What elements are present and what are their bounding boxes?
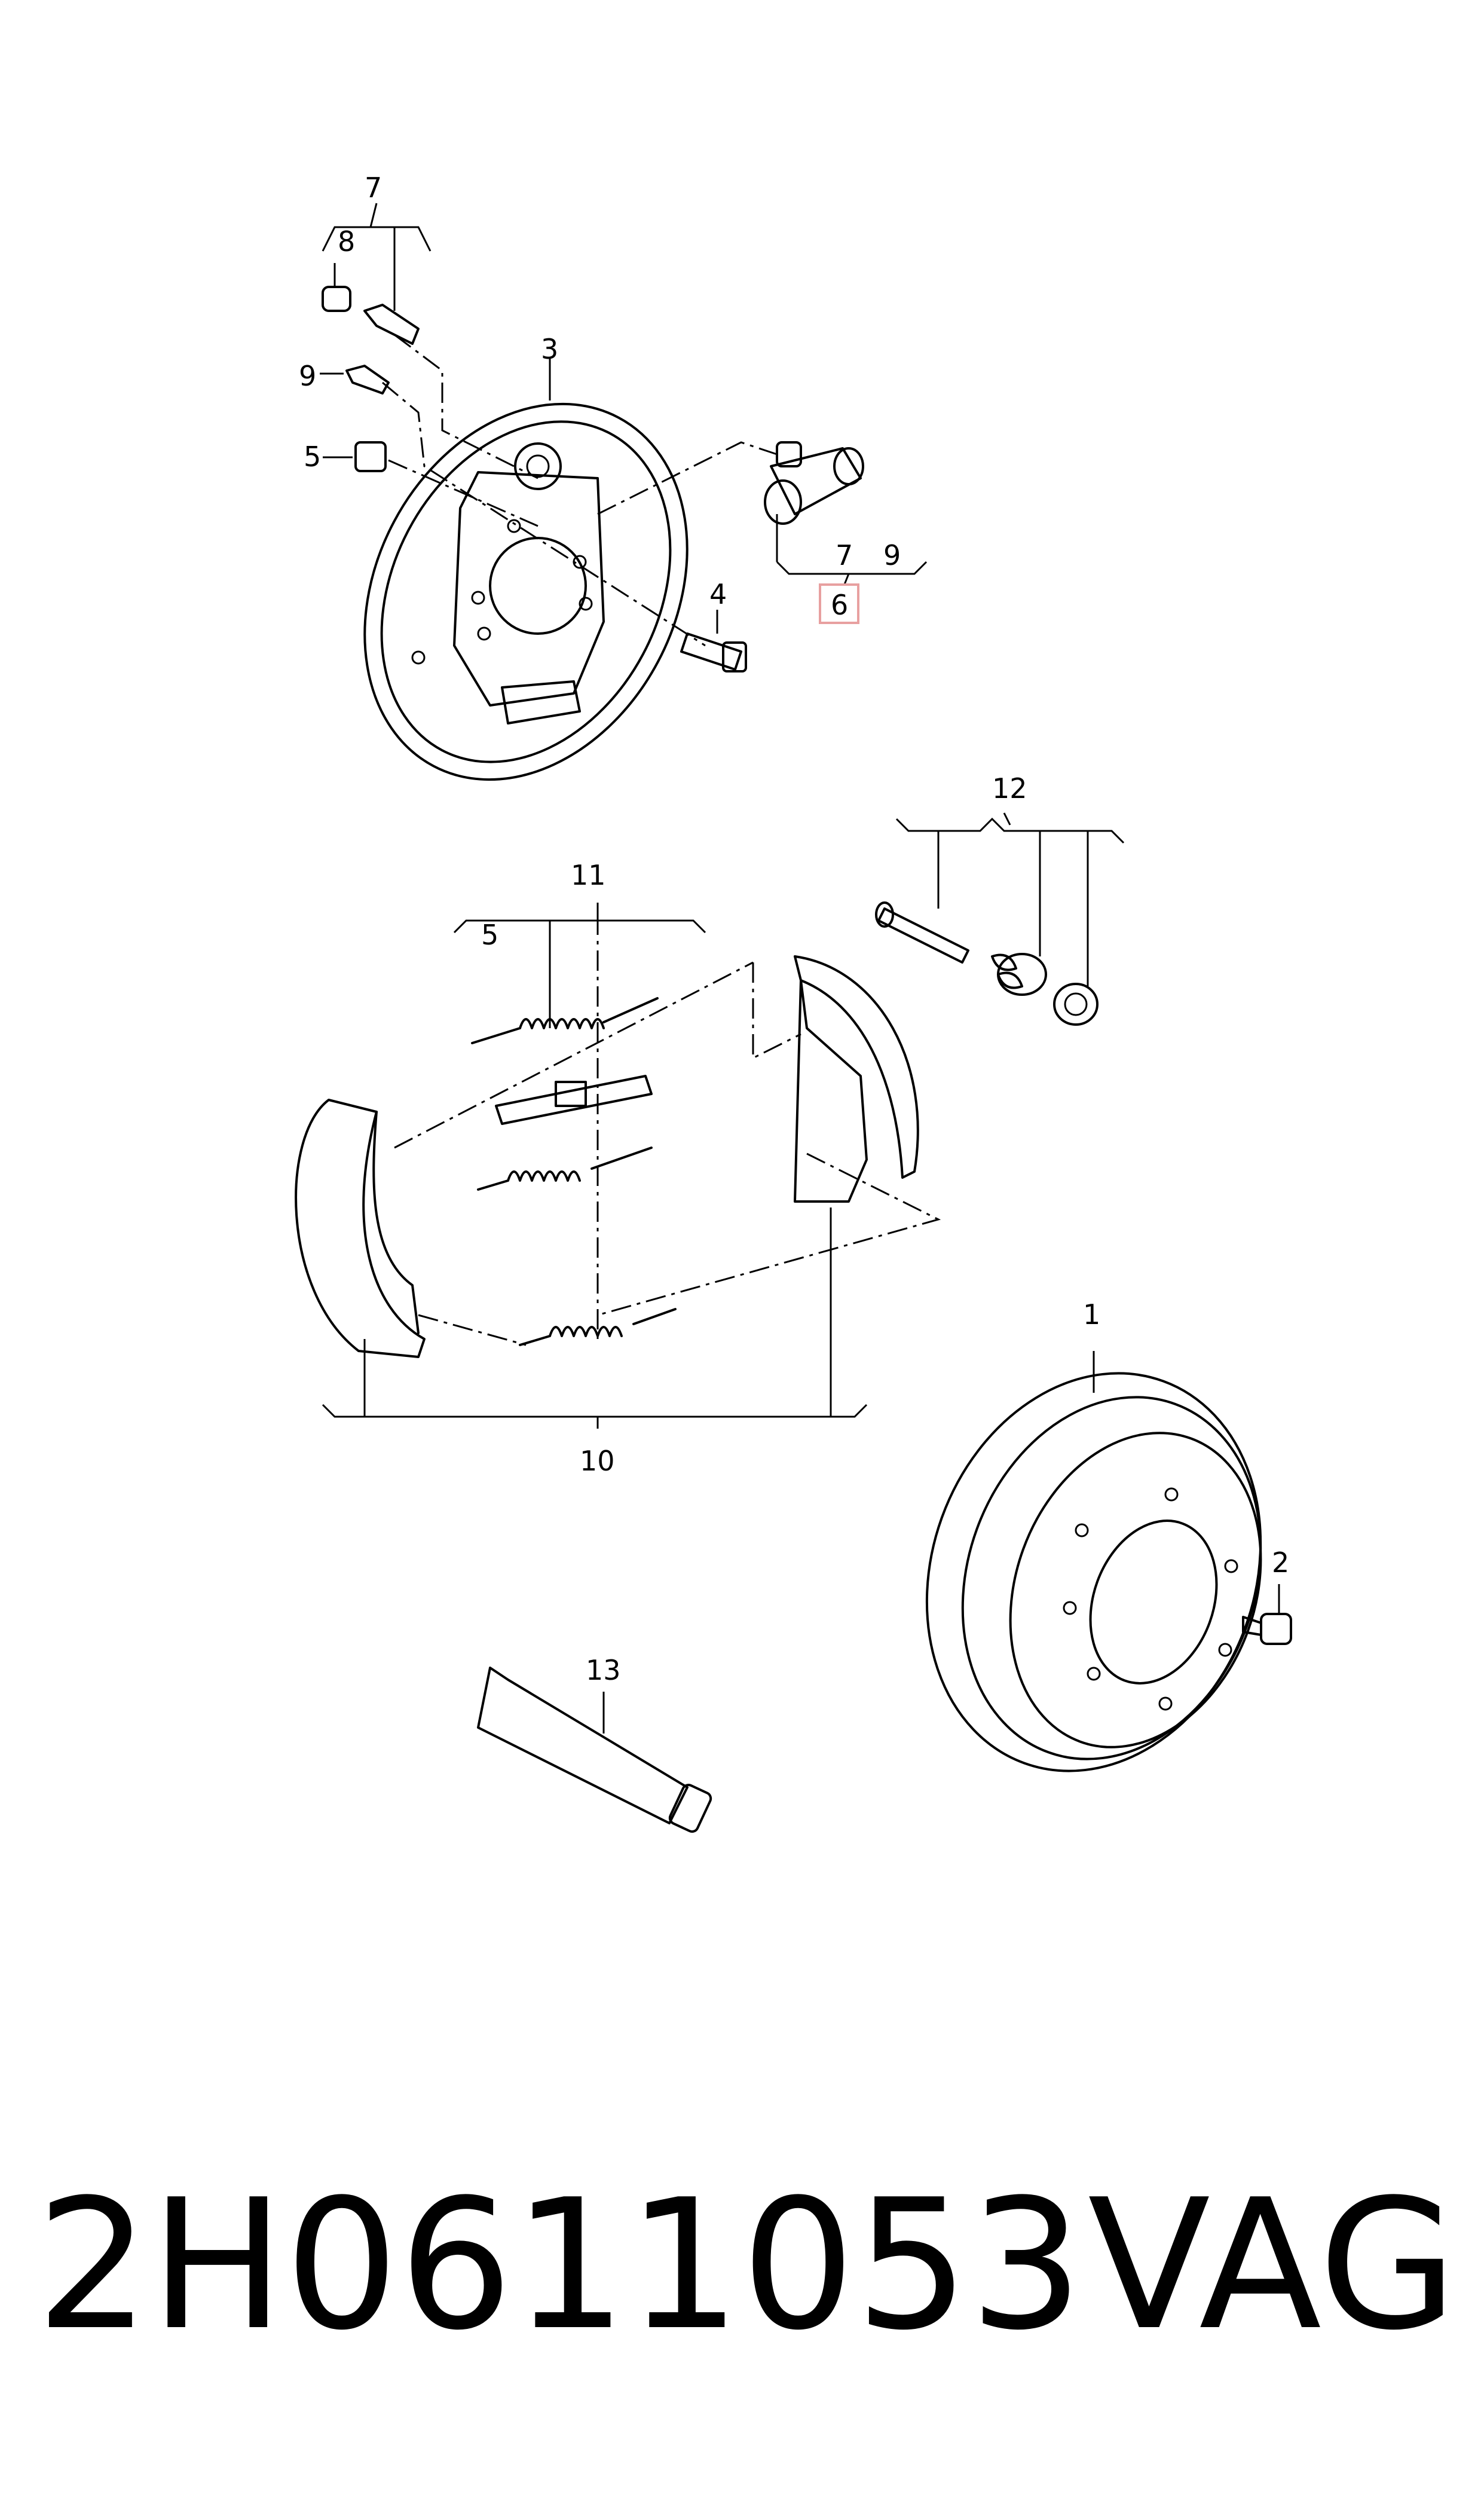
bolt-4 <box>680 632 747 672</box>
label-7-top: 7 <box>365 172 382 204</box>
wheel-cylinder <box>764 441 864 525</box>
drum-screw <box>1242 1613 1292 1645</box>
spring-cup <box>1053 983 1099 1026</box>
part-number: 2H0611053 <box>36 2161 1084 2370</box>
screw-9 <box>345 365 390 395</box>
label-9-left: 9 <box>299 360 316 392</box>
highlight-box-6 <box>819 583 859 624</box>
backing-plate <box>363 402 689 781</box>
spring-lower <box>519 1308 677 1346</box>
brand-name: VAG <box>1088 2161 1458 2370</box>
spring-upper <box>471 997 659 1044</box>
label-1: 1 <box>1083 1298 1100 1331</box>
label-9-right: 9 <box>883 539 901 571</box>
grease-tube <box>477 1667 712 1833</box>
leader-lines <box>320 203 1280 1734</box>
label-2: 2 <box>1272 1546 1289 1579</box>
bleed-cap <box>322 286 351 312</box>
bleed-screw <box>363 304 420 345</box>
label-6: 6 <box>831 589 848 621</box>
retaining-pin <box>875 901 969 964</box>
label-3: 3 <box>541 333 558 365</box>
spring-middle <box>477 1147 653 1191</box>
label-8: 8 <box>338 225 355 258</box>
exploded-parts-diagram: 7 8 9 5 3 4 7 9 6 12 11 5 10 1 2 13 <box>295 172 1292 1833</box>
label-5-lower: 5 <box>481 919 498 951</box>
brake-drum <box>925 1372 1262 1772</box>
brake-shoe-right <box>794 955 919 1203</box>
label-10: 10 <box>580 1445 615 1477</box>
hold-down-spring <box>991 953 1047 996</box>
label-5-top: 5 <box>304 441 321 473</box>
adjuster <box>495 1075 653 1125</box>
label-4: 4 <box>709 578 727 610</box>
label-11: 11 <box>571 859 606 891</box>
label-12: 12 <box>992 772 1027 805</box>
label-13: 13 <box>586 1654 621 1686</box>
brake-shoe-left <box>295 1099 426 1358</box>
label-7-right: 7 <box>836 539 853 571</box>
nut-5 <box>354 441 387 472</box>
